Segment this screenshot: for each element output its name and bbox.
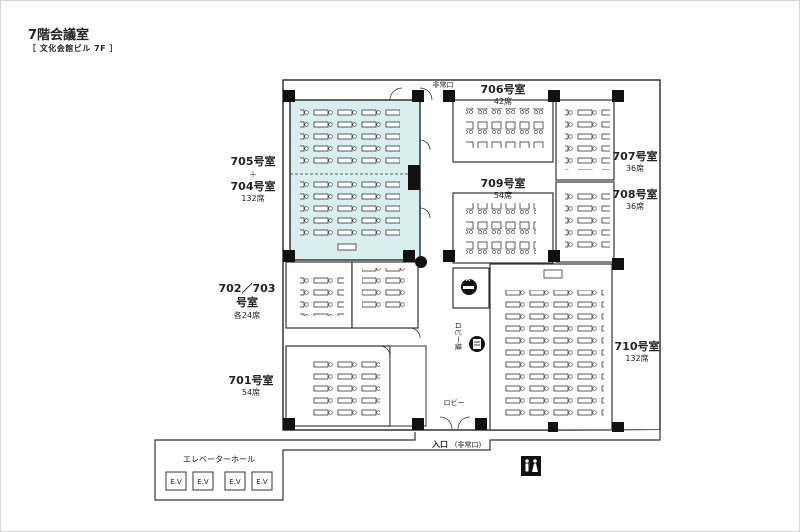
page-title: 7階会議室 bbox=[28, 28, 90, 43]
label-705: 705号室 bbox=[231, 154, 276, 168]
label-705-plus: ＋ bbox=[249, 170, 257, 179]
entrance-label: 入口 bbox=[431, 440, 448, 449]
lobby-device-icon bbox=[469, 336, 485, 352]
label-707: 707号室 bbox=[613, 149, 658, 163]
label-706: 706号室 bbox=[481, 82, 526, 96]
entrance-note: (非常口) bbox=[455, 440, 482, 449]
room-705-704[interactable] bbox=[289, 99, 421, 261]
label-702-703-suffix: 号室 bbox=[236, 295, 258, 309]
room-702[interactable] bbox=[285, 261, 353, 329]
ev-label-3: E.V bbox=[229, 478, 241, 486]
seats-708: 36席 bbox=[626, 201, 644, 211]
labels: 705号室 ＋ 704号室 132席 706号室 42席 707号室 36席 7… bbox=[183, 80, 659, 464]
page-subtitle: ［ 文化会館ビル 7F ］ bbox=[28, 44, 118, 53]
smoking-icon bbox=[461, 279, 477, 295]
seats-701: 54席 bbox=[242, 387, 260, 397]
emergency-exit-label: 非常口 bbox=[433, 80, 454, 89]
room-703[interactable] bbox=[351, 261, 419, 329]
elevator-hall-label: エレベーターホール bbox=[183, 455, 255, 464]
label-710: 710号室 bbox=[615, 339, 660, 353]
label-702-703: 702／703 bbox=[219, 282, 276, 295]
lobby-machine-label: ロビー機 bbox=[454, 322, 463, 350]
label-704: 704号室 bbox=[231, 179, 276, 193]
pillars bbox=[283, 90, 624, 432]
doors bbox=[379, 87, 471, 430]
elevators: E.V E.V E.V E.V bbox=[165, 471, 273, 491]
seats-707: 36席 bbox=[626, 163, 644, 173]
seats-705-704: 132席 bbox=[241, 193, 264, 203]
seats-706: 42席 bbox=[494, 96, 512, 106]
seats-709: 54席 bbox=[494, 190, 512, 200]
seats-702-703: 各24席 bbox=[234, 310, 260, 320]
room-710[interactable] bbox=[489, 263, 613, 431]
label-701: 701号室 bbox=[229, 373, 274, 387]
room-701[interactable] bbox=[285, 345, 427, 427]
label-708: 708号室 bbox=[613, 187, 658, 201]
seats-710: 132席 bbox=[625, 353, 648, 363]
ev-label-4: E.V bbox=[256, 478, 268, 486]
room-708[interactable] bbox=[555, 181, 615, 263]
label-709: 709号室 bbox=[481, 176, 526, 190]
ev-label-1: E.V bbox=[170, 478, 182, 486]
ev-label-2: E.V bbox=[197, 478, 209, 486]
restroom-icon bbox=[521, 456, 541, 476]
room-707[interactable] bbox=[555, 99, 615, 181]
lobby-label: ロビー bbox=[444, 398, 465, 407]
room-706[interactable] bbox=[452, 99, 554, 163]
room-709[interactable] bbox=[452, 192, 554, 264]
